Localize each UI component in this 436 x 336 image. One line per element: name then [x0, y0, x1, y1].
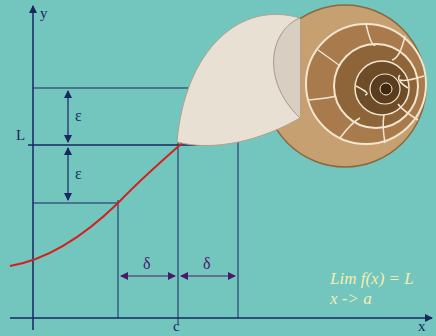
limit-label: L	[16, 128, 25, 143]
epsilon-label: ε	[75, 166, 82, 182]
y-axis	[32, 6, 34, 330]
limit-line	[28, 144, 200, 145]
axis-label: y	[40, 6, 48, 21]
epsilon-label: ε	[75, 108, 82, 124]
x-axis	[10, 317, 432, 319]
point-label: c	[173, 319, 180, 334]
delta-arrow	[121, 275, 175, 276]
limit-subscript: x -> a	[330, 290, 372, 307]
nautilus-shell	[177, 5, 426, 167]
epsilon-arrow	[67, 148, 68, 200]
limit-formula: Lim f(x) = L	[330, 270, 414, 287]
axis-label: x	[418, 319, 426, 334]
right-delta-line	[238, 120, 239, 318]
delta-label: δ	[143, 256, 151, 272]
epsilon-arrow	[67, 91, 68, 142]
delta-arrow	[181, 275, 235, 276]
lower-bound-line	[33, 203, 118, 204]
left-delta-line	[118, 200, 119, 318]
delta-label: δ	[203, 256, 211, 272]
function-curve	[10, 132, 195, 266]
c-line	[178, 140, 179, 324]
